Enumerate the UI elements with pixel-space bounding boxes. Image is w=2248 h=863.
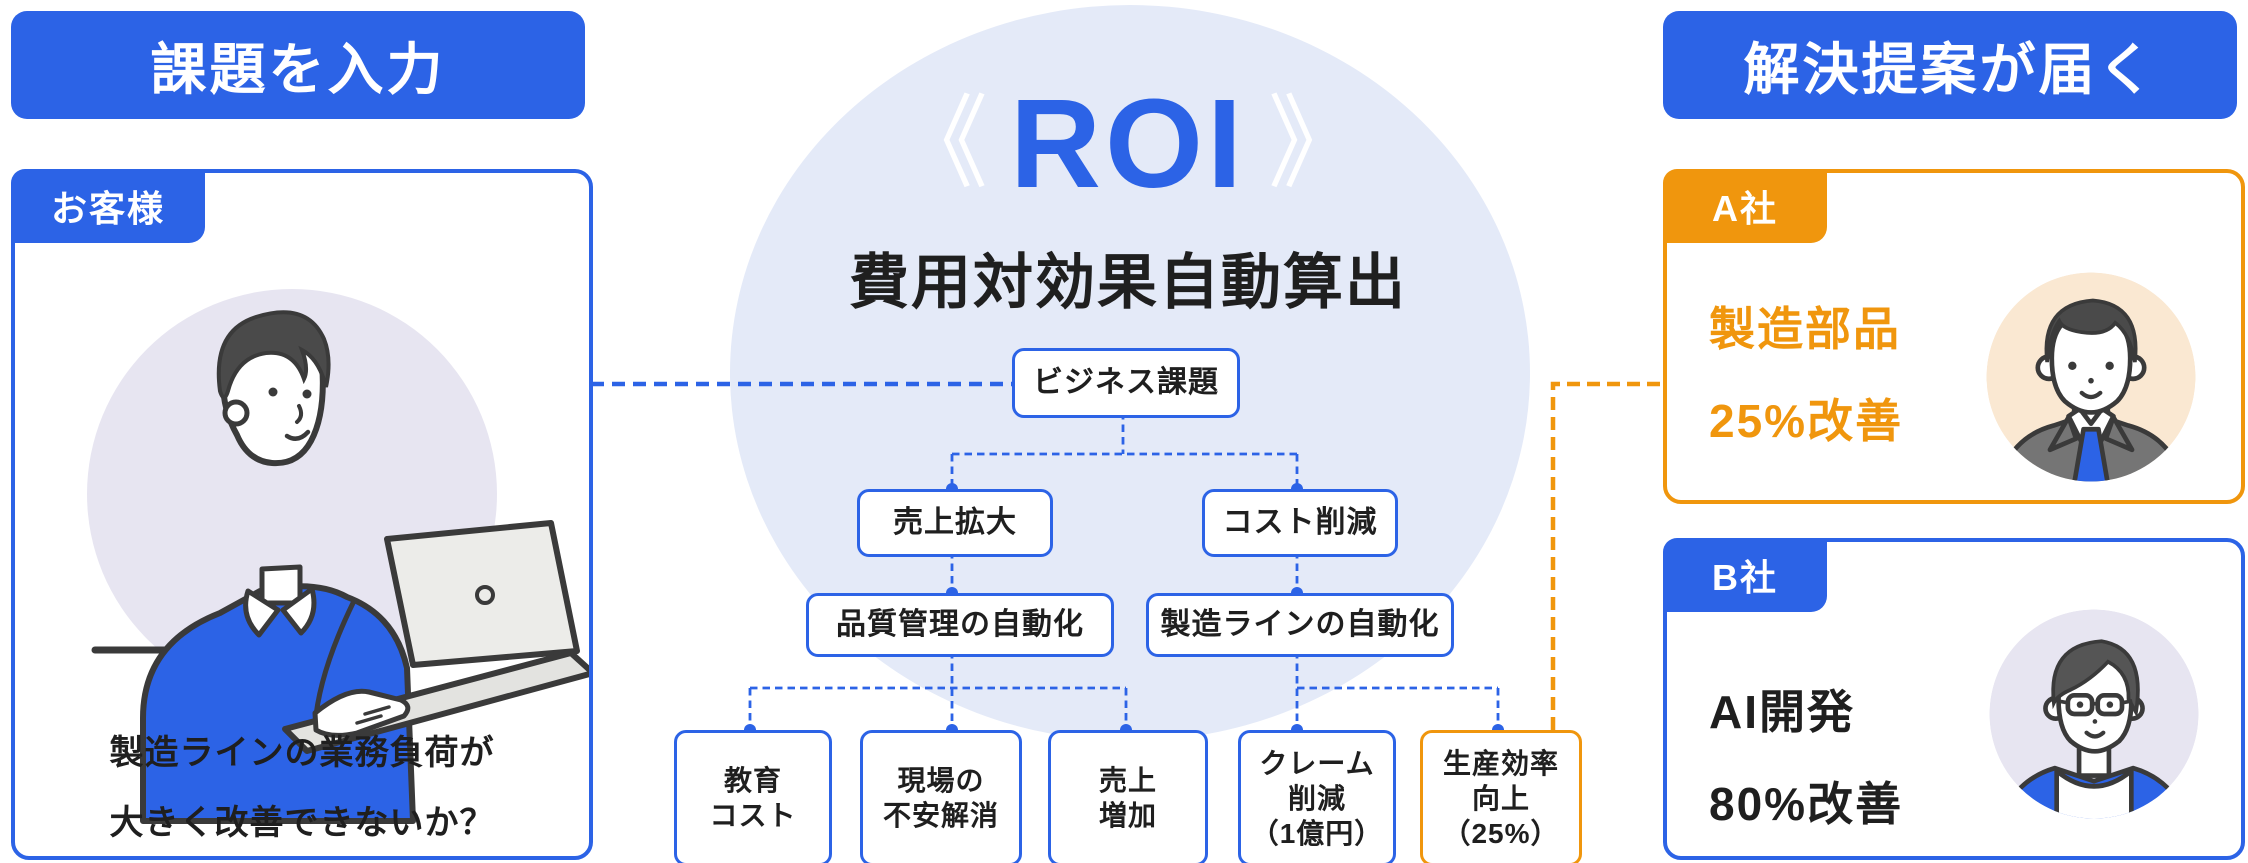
tree-leaf-training-cost: 教育 コスト	[674, 730, 832, 863]
leaf-line: 現場の	[897, 765, 985, 796]
company-a-result: 製造部品 25%改善	[1709, 283, 1903, 467]
customer-question: 製造ラインの業務負荷が 大きく改善できないか？	[15, 718, 589, 858]
left-step-header: 課題を入力	[11, 11, 585, 119]
customer-question-line1: 製造ラインの業務負荷が	[109, 734, 495, 772]
leaf-line: 向上	[1471, 782, 1530, 814]
leaf-line: 教育	[723, 765, 782, 796]
company-a-result-line2: 25%改善	[1709, 395, 1904, 447]
company-b-card: B社 AI開発 80%改善	[1663, 538, 2245, 860]
tree-leaf-onsite-anxiety-relief: 現場の 不安解消	[860, 730, 1022, 863]
leaf-line: 削減	[1287, 782, 1346, 814]
engineer-glasses-avatar	[1989, 609, 2199, 819]
customer-card: お客様 製造ラインの業務負荷が 大きく改善できないか？	[11, 169, 593, 860]
leaf-line: （1億円）	[1250, 817, 1384, 849]
tree-node-business-issue: ビジネス課題	[1012, 348, 1240, 418]
customer-figure	[140, 310, 416, 824]
tree-node-quality-control-automation: 品質管理の自動化	[806, 593, 1114, 657]
illustration-backdrop-circle	[87, 289, 497, 699]
tree-connectors	[748, 412, 1500, 730]
tree-leaf-claim-reduction: クレーム 削減 （1億円）	[1238, 730, 1396, 863]
leaf-line: 不安解消	[882, 800, 999, 831]
leaf-line: クレーム	[1259, 747, 1375, 779]
person-typing-on-laptop-illustration	[87, 289, 589, 824]
businessman-suit-tie-avatar	[1986, 272, 2196, 482]
roi-title-row: 《 ROI 》	[778, 78, 1478, 210]
customer-tag: お客様	[11, 169, 205, 243]
leaf-to-company-a-connector	[1550, 381, 1661, 730]
leaf-line: 売上	[1098, 765, 1157, 796]
tree-leaf-production-efficiency: 生産効率 向上 （25%）	[1420, 730, 1582, 863]
tree-node-cost-reduction: コスト削減	[1202, 489, 1398, 557]
roi-bracket-left: 《	[893, 86, 988, 201]
customer-question-line2: 大きく改善できないか？	[109, 804, 495, 842]
roi-subtitle: 費用対効果自動算出	[849, 249, 1407, 316]
company-a-result-line1: 製造部品	[1709, 303, 1901, 355]
leaf-line: 生産効率	[1442, 747, 1559, 779]
company-b-result-line2: 80%改善	[1709, 778, 1904, 830]
leaf-line: 増加	[1098, 800, 1157, 831]
tree-leaf-sales-increase: 売上 増加	[1048, 730, 1208, 863]
tree-node-sales-expansion: 売上拡大	[857, 489, 1053, 557]
company-a-tag: A社	[1663, 169, 1827, 243]
junction-dots	[744, 406, 1504, 736]
company-b-result-line1: AI開発	[1709, 686, 1855, 738]
leaf-line: コスト	[709, 800, 797, 831]
company-b-tag: B社	[1663, 538, 1827, 612]
company-b-result: AI開発 80%改善	[1709, 666, 1903, 850]
leaf-line: （25%）	[1442, 817, 1560, 849]
company-a-card: A社 製造部品 25%改善	[1663, 169, 2245, 504]
roi-bracket-right: 》	[1268, 86, 1363, 201]
roi-title: ROI	[1009, 73, 1246, 214]
tree-node-production-line-automation: 製造ラインの自動化	[1146, 593, 1454, 657]
laptop	[282, 520, 589, 754]
right-step-header: 解決提案が届く	[1663, 11, 2237, 119]
